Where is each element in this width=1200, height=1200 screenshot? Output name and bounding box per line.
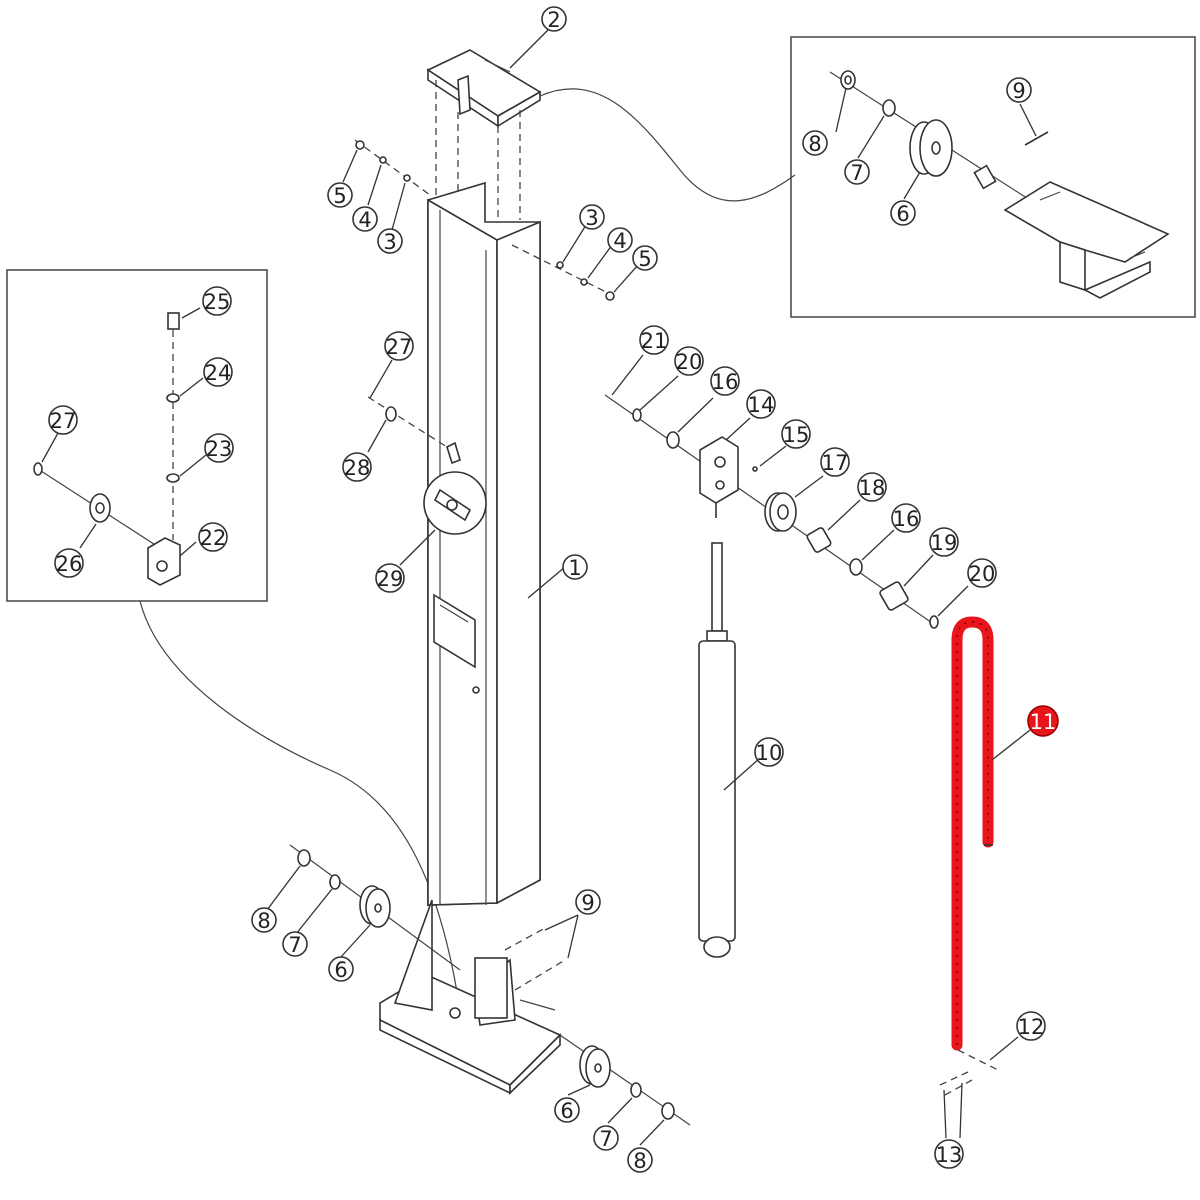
svg-text:8: 8: [257, 909, 270, 933]
callout-2: 2: [541, 6, 567, 32]
svg-text:20: 20: [969, 562, 996, 586]
callout-27-mid: 27: [384, 331, 414, 361]
callout-4-right: 4: [607, 227, 633, 253]
callout-13: 13: [934, 1139, 964, 1169]
svg-text:22: 22: [200, 526, 227, 550]
svg-text:24: 24: [205, 361, 232, 385]
svg-text:6: 6: [896, 202, 909, 226]
detail-link-curve-top: [539, 88, 796, 202]
callout-5-right: 5: [632, 245, 658, 271]
callout-6-botright: 6: [554, 1097, 580, 1123]
callout-19: 19: [929, 527, 959, 557]
callout-20-top: 20: [674, 346, 704, 376]
callout-27-left: 27: [48, 405, 78, 435]
svg-text:23: 23: [206, 437, 233, 461]
callout-3-right: 3: [579, 204, 605, 230]
callout-26: 26: [54, 548, 84, 578]
svg-text:7: 7: [288, 933, 301, 957]
callout-24: 24: [203, 357, 233, 387]
callout-12: 12: [1016, 1011, 1046, 1041]
svg-text:25: 25: [204, 290, 231, 314]
callout-8-botleft: 8: [251, 907, 277, 933]
svg-text:5: 5: [333, 184, 346, 208]
callout-10: 10: [754, 737, 784, 767]
callout-11-highlighted: 11: [1027, 705, 1059, 737]
svg-text:6: 6: [334, 958, 347, 982]
svg-text:15: 15: [783, 423, 810, 447]
callout-16-top: 16: [710, 366, 740, 396]
svg-text:16: 16: [893, 507, 920, 531]
callout-8-botright: 8: [627, 1147, 653, 1173]
callout-21: 21: [639, 325, 669, 355]
svg-text:8: 8: [808, 132, 821, 156]
callout-25: 25: [202, 286, 232, 316]
svg-text:3: 3: [383, 230, 396, 254]
callout-4-left: 4: [352, 206, 378, 232]
callout-16-bot: 16: [891, 503, 921, 533]
svg-text:7: 7: [850, 161, 863, 185]
svg-text:11: 11: [1030, 710, 1057, 734]
svg-text:4: 4: [358, 208, 371, 232]
callout-22: 22: [198, 522, 228, 552]
callout-14: 14: [746, 389, 776, 419]
svg-text:27: 27: [50, 409, 77, 433]
svg-text:9: 9: [1012, 79, 1025, 103]
svg-text:14: 14: [748, 393, 775, 417]
svg-text:17: 17: [822, 451, 849, 475]
svg-text:26: 26: [56, 552, 83, 576]
svg-text:8: 8: [633, 1149, 646, 1173]
callout-18: 18: [857, 472, 887, 502]
svg-text:1: 1: [568, 556, 581, 580]
svg-text:6: 6: [560, 1099, 573, 1123]
svg-text:28: 28: [344, 456, 371, 480]
svg-text:7: 7: [599, 1127, 612, 1151]
svg-text:29: 29: [377, 567, 404, 591]
svg-text:21: 21: [641, 329, 668, 353]
detail-panel-left: [6, 269, 268, 602]
svg-text:13: 13: [936, 1143, 963, 1167]
callout-6-botleft: 6: [328, 956, 354, 982]
gas-spring-assembly: [604, 354, 969, 958]
callout-3-left: 3: [377, 228, 403, 254]
svg-text:3: 3: [585, 206, 598, 230]
svg-text:10: 10: [756, 741, 783, 765]
svg-text:4: 4: [613, 229, 626, 253]
callout-28: 28: [342, 452, 372, 482]
main-column: [354, 49, 615, 1095]
callout-8-top: 8: [802, 130, 828, 156]
svg-text:20: 20: [676, 350, 703, 374]
svg-text:12: 12: [1018, 1015, 1045, 1039]
callout-7-top: 7: [844, 159, 870, 185]
callout-6-top: 6: [890, 200, 916, 226]
callout-7-botright: 7: [593, 1125, 619, 1151]
pins-9-bottom: [504, 914, 579, 991]
callout-29: 29: [375, 563, 405, 593]
callout-1: 1: [562, 554, 588, 580]
svg-text:16: 16: [712, 370, 739, 394]
svg-text:27: 27: [386, 335, 413, 359]
callout-7-botleft: 7: [282, 931, 308, 957]
callout-23: 23: [204, 433, 234, 463]
callout-5-left: 5: [327, 182, 353, 208]
callout-15: 15: [781, 419, 811, 449]
callout-17: 17: [820, 447, 850, 477]
chain-end-pins: [939, 1036, 1019, 1139]
callout-9-top: 9: [1006, 77, 1032, 103]
svg-text:5: 5: [638, 247, 651, 271]
svg-text:9: 9: [581, 891, 594, 915]
callout-20-bot: 20: [967, 558, 997, 588]
chain-part-11: [951, 616, 1031, 1051]
svg-text:18: 18: [859, 476, 886, 500]
svg-text:2: 2: [547, 8, 560, 32]
bottom-right-hardware: [559, 1034, 691, 1146]
leader-2: [509, 29, 549, 69]
bottom-left-hardware: [266, 844, 461, 971]
svg-text:19: 19: [931, 531, 958, 555]
callout-9-bot: 9: [575, 889, 601, 915]
